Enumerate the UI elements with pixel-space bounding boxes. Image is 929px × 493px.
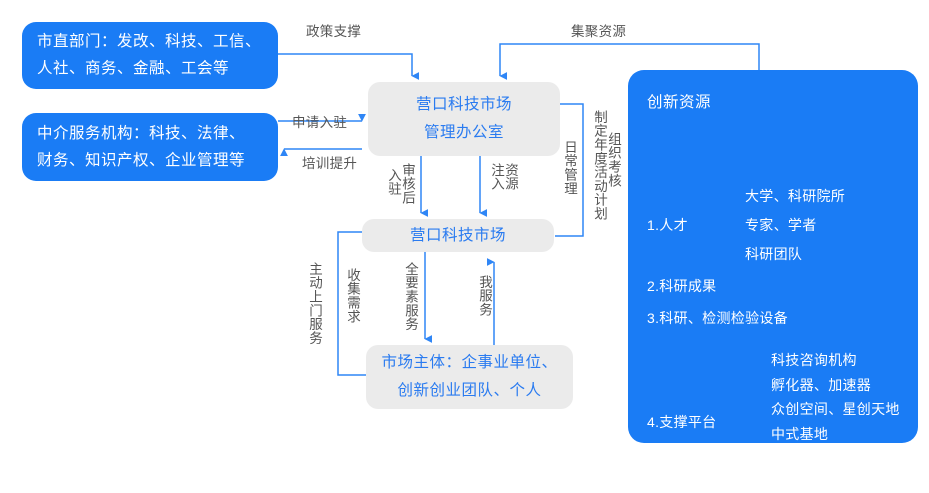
label-training-upgrade: 培训提升 xyxy=(302,156,358,171)
resource-group-4-label: 4.支撑平台 xyxy=(647,414,717,430)
office-line-2: 管理办公室 xyxy=(423,124,504,141)
label-organize-assessment: 组织考核 xyxy=(606,132,621,188)
label-make-annual-plan: 制定年度活动计划 xyxy=(592,110,607,221)
resource-group-4-leaf-3: 众创空间、星创天地 xyxy=(771,401,900,417)
city-departments-line-1: 市直部门：发改、科技、工信、 xyxy=(37,33,262,50)
wire-collect-demand-bracket xyxy=(337,231,366,376)
subject-line-2: 创新创业团队、个人 xyxy=(397,382,542,399)
label-enter-market: 入驻 xyxy=(386,168,401,196)
wire-gather-resources xyxy=(499,43,760,80)
city-departments-line-2: 人社、商务、金融、工会等 xyxy=(37,60,230,77)
intermediary-agencies-line-1: 中介服务机构：科技、法律、 xyxy=(37,125,246,142)
wire-policy-support xyxy=(278,53,420,80)
label-policy-support: 政策支撑 xyxy=(306,24,362,39)
resource-group-4-leaf-2: 孵化器、加速器 xyxy=(771,377,872,393)
innovation-resources-panel[interactable]: 创新资源 1.人才 大学、科研院所 专家、学者 科研团队 2.科研成果 3.科研… xyxy=(628,70,918,491)
diagram-canvas: 市直部门：发改、科技、工信、 人社、商务、金融、工会等 中介服务机构：科技、法律… xyxy=(22,22,918,491)
label-daily-management: 日常管理 xyxy=(562,140,577,196)
market-line-1: 营口科技市场 xyxy=(409,226,506,244)
resource-group-1-leaf-3: 科研团队 xyxy=(745,246,803,262)
resource-group-2-label: 2.科研成果 xyxy=(647,278,717,294)
resource-group-1-label: 1.人才 xyxy=(647,217,688,233)
label-after-review: 审核后 xyxy=(400,163,415,205)
intermediary-agencies-box[interactable]: 中介服务机构：科技、法律、 财务、知识产权、企业管理等 xyxy=(22,113,278,181)
market-management-office-box[interactable]: 营口科技市场 管理办公室 xyxy=(368,82,560,156)
resource-group-1-leaf-1: 大学、科研院所 xyxy=(745,188,846,204)
city-departments-box[interactable]: 市直部门：发改、科技、工信、 人社、商务、金融、工会等 xyxy=(22,22,278,89)
office-line-1: 营口科技市场 xyxy=(415,96,512,113)
innovation-resources-title: 创新资源 xyxy=(647,94,712,111)
label-proactive-doorstep-service: 主动上门服务 xyxy=(307,262,322,345)
resource-group-4-leaf-6: 专业技术创新中心 xyxy=(771,475,886,491)
label-inject-source: 资源 xyxy=(503,163,518,191)
resource-group-3-label: 3.科研、检测检验设备 xyxy=(647,310,788,326)
yingkou-tech-market-box[interactable]: 营口科技市场 xyxy=(362,219,554,252)
resource-group-4-leaf-1: 科技咨询机构 xyxy=(771,352,857,368)
label-all-element-service: 全要素服务 xyxy=(403,262,418,331)
resource-group-4-leaf-5: 成果转移转化基地 xyxy=(771,450,886,466)
label-collect-demand: 收集需求 xyxy=(345,268,360,324)
wire-daily-management-bracket xyxy=(555,103,584,237)
intermediary-agencies-line-2: 财务、知识产权、企业管理等 xyxy=(37,152,246,169)
subject-line-1: 市场主体：企事业单位、 xyxy=(381,354,558,371)
label-i-serve: 我服务 xyxy=(477,275,492,317)
label-inject-resources: 注入 xyxy=(489,163,504,191)
label-apply-to-enter: 申请入驻 xyxy=(292,115,348,130)
market-subject-box[interactable]: 市场主体：企事业单位、 创新创业团队、个人 xyxy=(366,345,573,409)
resource-group-1-leaf-2: 专家、学者 xyxy=(745,217,817,233)
resource-group-4-leaf-4: 中式基地 xyxy=(771,426,829,442)
label-gather-resources: 集聚资源 xyxy=(571,24,627,39)
